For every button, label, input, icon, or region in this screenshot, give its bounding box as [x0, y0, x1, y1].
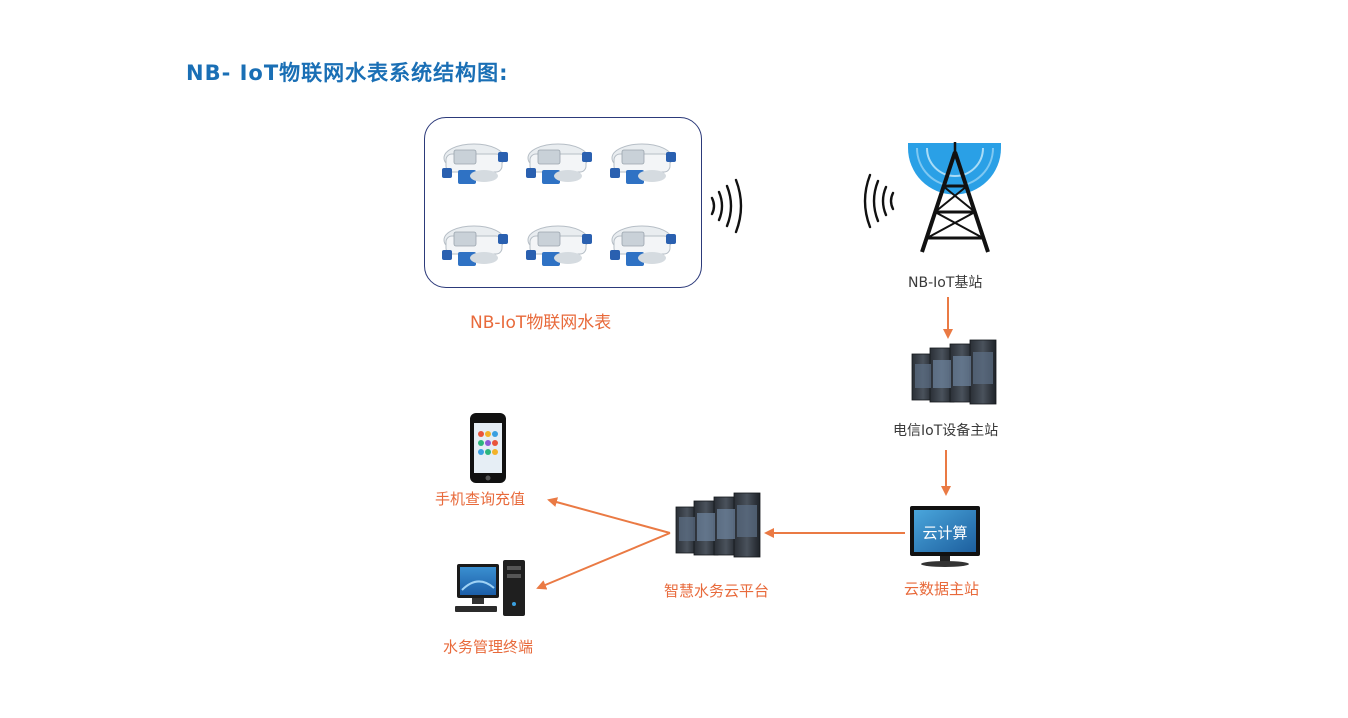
flow-arrows: [536, 297, 953, 590]
meter-group-box: [424, 117, 702, 288]
base-station-tower-icon: [908, 142, 1001, 253]
meter-signal-icon: [710, 178, 743, 234]
platform-server-icon: [675, 492, 761, 558]
meters-label: NB-IoT物联网水表: [470, 313, 612, 333]
telecom-server-icon: [911, 339, 997, 405]
tower-signal-icon: [863, 173, 895, 229]
cloud-screen-text: 云计算: [922, 524, 967, 542]
telecom-master-label: 电信IoT设备主站: [893, 423, 999, 439]
page-title: NB- IoT物联网水表系统结构图:: [186, 61, 509, 85]
terminal-label: 水务管理终端: [443, 638, 534, 656]
arrow-platform-to-phone: [547, 497, 671, 534]
desktop-computer-icon: [455, 560, 525, 616]
arrow-platform-to-terminal: [536, 532, 671, 590]
smartphone-icon: [470, 413, 506, 483]
platform-label: 智慧水务云平台: [664, 582, 770, 600]
cloud-monitor-icon: [910, 506, 980, 567]
base-station-label: NB-IoT基站: [908, 275, 983, 291]
cloud-data-label: 云数据主站: [904, 580, 980, 598]
phone-label: 手机查询充值: [435, 490, 526, 508]
water-meter-icons: [441, 143, 677, 267]
